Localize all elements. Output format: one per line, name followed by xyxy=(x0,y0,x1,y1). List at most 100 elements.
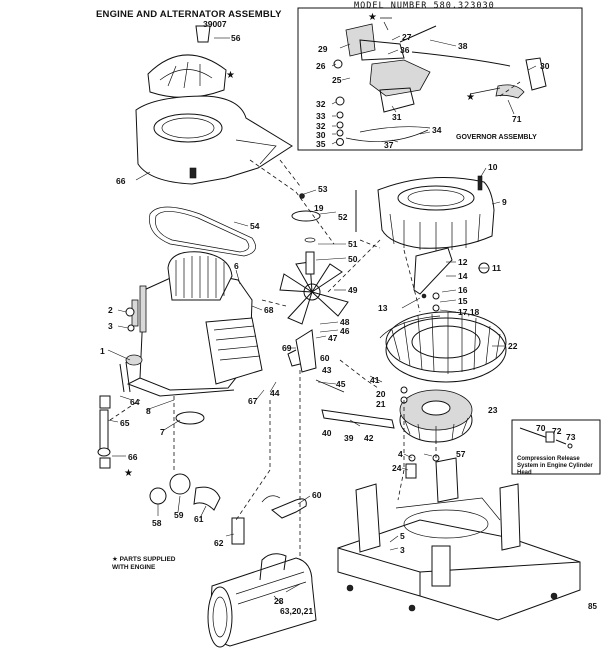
callout-label: 38 xyxy=(458,41,468,51)
callout-label: 27 xyxy=(402,32,412,42)
callout-label: 4 xyxy=(398,449,403,459)
callout-label: 61 xyxy=(194,514,204,524)
callout-label: 73 xyxy=(566,432,576,442)
bracket xyxy=(287,329,395,429)
callout-label: 29 xyxy=(318,44,328,54)
callout-label: 52 xyxy=(338,212,348,222)
callout-label: 53 xyxy=(318,184,328,194)
callout-label: 63,20,21 xyxy=(280,606,313,616)
callout-label: 47 xyxy=(328,333,338,343)
callout-label: 49 xyxy=(348,285,358,295)
callout-label: 25 xyxy=(332,75,342,85)
alternator-housing xyxy=(377,175,495,252)
callout-label: 42 xyxy=(364,433,374,443)
callout-labels: 56 66 54 53 19 52 51 50 49 48 46 47 69 6… xyxy=(100,32,576,616)
exhaust-pipes xyxy=(149,473,245,545)
callout-label: 12 xyxy=(458,257,468,267)
callout-label: 13 xyxy=(378,303,388,313)
callout-label: 9 xyxy=(502,197,507,207)
callout-label: 45 xyxy=(336,379,346,389)
callout-label: 37 xyxy=(384,140,394,150)
callout-label: 20 xyxy=(376,389,386,399)
callout-label: 23 xyxy=(488,405,498,415)
callout-label: 14 xyxy=(458,271,468,281)
callout-label: 17,18 xyxy=(458,307,480,317)
callout-label: 34 xyxy=(432,125,442,135)
callout-label: 15 xyxy=(458,296,468,306)
callout-label: 66 xyxy=(128,452,138,462)
callout-label: 68 xyxy=(264,305,274,315)
callout-label: 60 xyxy=(312,490,322,500)
callout-label: 69 xyxy=(282,343,292,353)
engine-block xyxy=(119,251,263,425)
callout-label: 8 xyxy=(146,406,151,416)
frame xyxy=(337,457,581,621)
callout-label: 35 xyxy=(316,139,326,149)
leader-lines xyxy=(107,35,537,605)
model-number: MODEL NUMBER 580.323030 xyxy=(354,1,495,11)
callout-label: 67 xyxy=(248,396,258,406)
callout-label: 36 xyxy=(400,45,410,55)
stator xyxy=(379,311,507,383)
callout-label: 2 xyxy=(108,305,113,315)
callout-label: 16 xyxy=(458,285,468,295)
callout-label: 39 xyxy=(344,433,354,443)
compression-release-inset xyxy=(511,419,601,475)
diagram-title: ENGINE AND ALTERNATOR ASSEMBLY xyxy=(96,9,282,20)
drain-parts xyxy=(97,395,111,469)
callout-label: 26 xyxy=(316,61,326,71)
callout-label: 30 xyxy=(540,61,550,71)
callout-label: 70 xyxy=(536,423,546,433)
callout-label: 33 xyxy=(316,111,326,121)
fan xyxy=(279,261,349,325)
callout-label: 21 xyxy=(376,399,386,409)
governor-inset xyxy=(297,7,583,151)
callout-label: 54 xyxy=(250,221,260,231)
page-number: 85 xyxy=(588,602,597,611)
callout-label: 66 xyxy=(116,176,126,186)
callout-label: 31 xyxy=(392,112,402,122)
star-icon: ★ xyxy=(112,556,118,563)
callout-label: 3 xyxy=(108,321,113,331)
callout-label: 32 xyxy=(316,99,326,109)
legend-text: PARTS SUPPLIED WITH ENGINE xyxy=(112,556,176,571)
governor-assembly-label: GOVERNOR ASSEMBLY xyxy=(456,134,537,141)
star-markers: ★ ★ ★ ★ xyxy=(124,12,475,479)
rotor xyxy=(399,386,473,462)
dashed-connectors xyxy=(109,81,521,560)
callout-label: 24 xyxy=(392,463,402,473)
callout-label: 60 xyxy=(320,353,330,363)
callout-label: 30 xyxy=(316,130,326,140)
callout-label: 57 xyxy=(456,449,466,459)
star-icon: ★ xyxy=(226,70,235,81)
muffler xyxy=(207,495,317,648)
callout-label: 46 xyxy=(340,326,350,336)
compression-release-label: Compression Release System in Engine Cyl… xyxy=(517,456,593,476)
star-icon: ★ xyxy=(368,12,377,23)
callout-label: 65 xyxy=(120,418,130,428)
brush-bracket xyxy=(413,247,490,312)
callout-label: 32 xyxy=(316,121,326,131)
callout-label: 41 xyxy=(370,375,380,385)
callout-label: 6 xyxy=(234,261,239,271)
hardware-50-53 xyxy=(291,190,357,275)
gasket-54 xyxy=(149,206,256,257)
callout-label: 71 xyxy=(512,114,522,124)
callout-label: 19 xyxy=(314,203,324,213)
sub-part-number: 39007 xyxy=(203,19,227,29)
callout-label: 50 xyxy=(348,254,358,264)
callout-label: 40 xyxy=(322,428,332,438)
callout-label: 22 xyxy=(508,341,518,351)
callout-label: 51 xyxy=(348,239,358,249)
callout-label: 72 xyxy=(552,426,562,436)
legend: ★ PARTS SUPPLIED WITH ENGINE xyxy=(112,556,184,571)
callout-label: 11 xyxy=(492,263,501,273)
callout-label: 7 xyxy=(160,427,165,437)
callout-label: 58 xyxy=(152,518,162,528)
callout-label: 5 xyxy=(400,531,405,541)
callout-label: 1 xyxy=(100,346,105,356)
callout-label: 59 xyxy=(174,510,184,520)
callout-label: 48 xyxy=(340,317,350,327)
